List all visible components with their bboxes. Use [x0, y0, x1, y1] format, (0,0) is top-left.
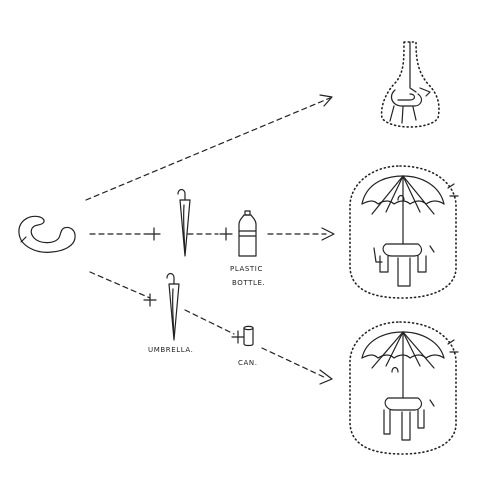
can-label: CAN.: [238, 359, 258, 367]
closed-umbrella-icon: [177, 188, 191, 257]
arrowheads: [319, 94, 335, 385]
arrow-line-top: [85, 97, 331, 201]
plastic-bottle-label-line2: BOTTLE.: [232, 279, 266, 287]
arrow-line-bottom-a: [89, 271, 151, 299]
plus-signs: [143, 227, 245, 344]
umbrella-stool-cans-icon: [349, 321, 459, 455]
umbrella-label: UMBRELLA.: [148, 346, 194, 354]
plastic-bottle-label-line1: PLASTIC: [230, 265, 263, 273]
closed-umbrella-icon-2: [166, 272, 180, 341]
can-icon: [243, 325, 254, 347]
bottle-icon: [238, 210, 257, 257]
umbrella-stool-bottles-icon: [349, 165, 459, 299]
dashed-arrows: [85, 97, 331, 379]
stool-in-bottle-icon: [380, 41, 440, 128]
c-shaped-seat-icon: [18, 215, 76, 253]
arrow-line-bottom-b: [184, 309, 235, 335]
arrow-line-bottom-c: [261, 347, 327, 379]
